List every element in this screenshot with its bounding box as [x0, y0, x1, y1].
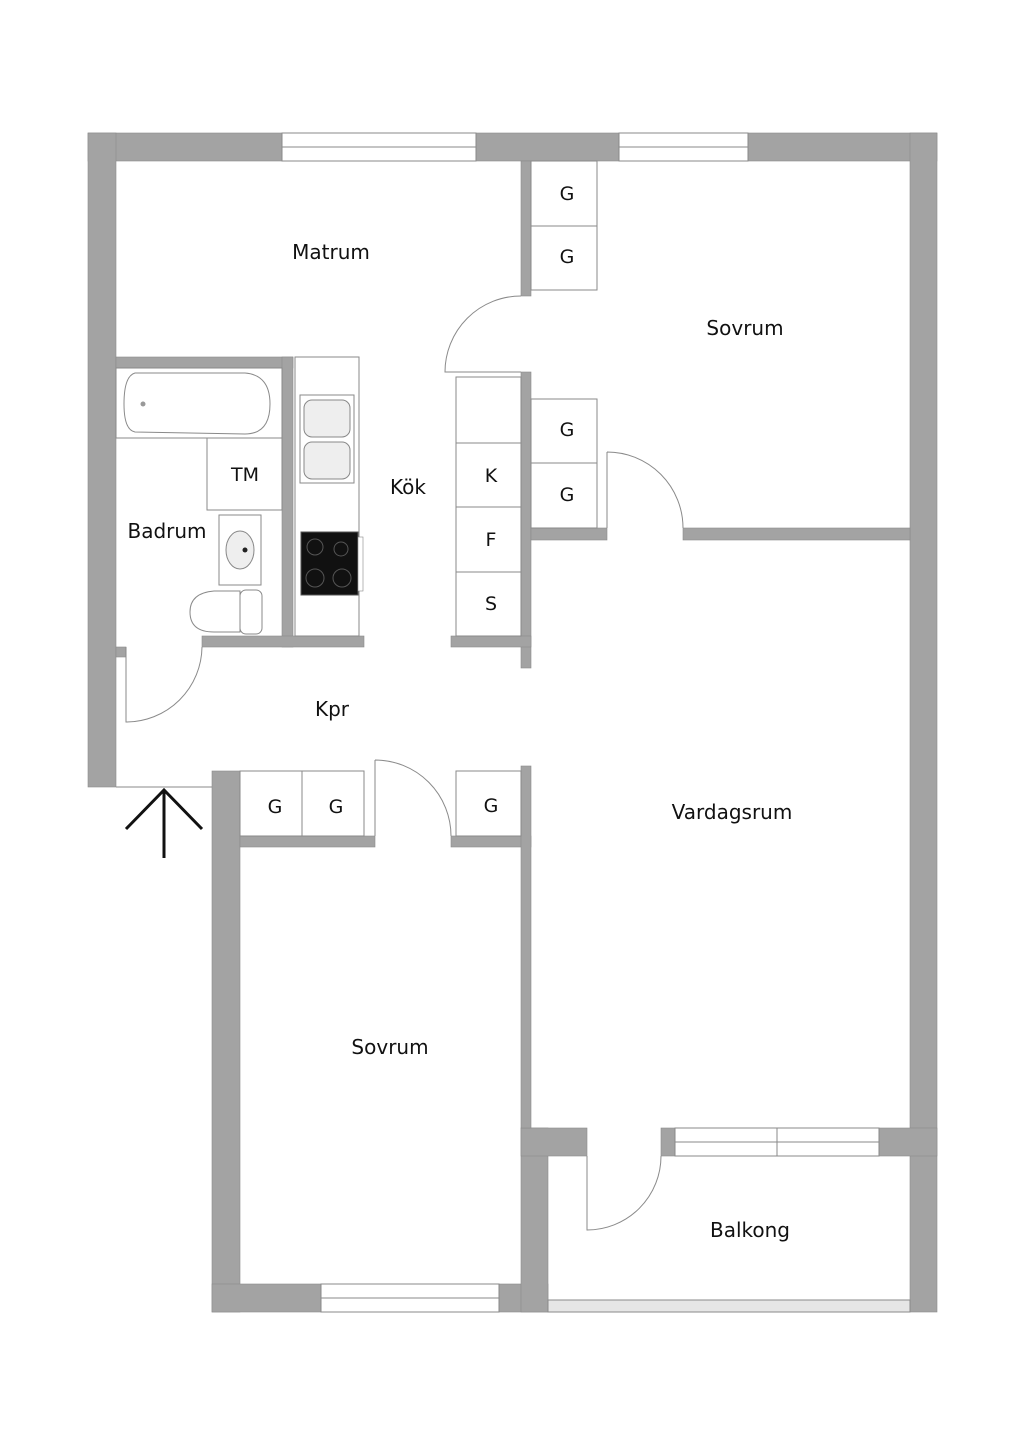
cabinet-label: S: [485, 593, 497, 615]
bathtub-icon: [115, 367, 283, 439]
wardrobe-label: G: [560, 419, 575, 441]
room-label-badrum: Badrum: [127, 519, 206, 543]
entrance-arrow-icon: [124, 787, 204, 858]
room-label-balkong: Balkong: [710, 1218, 790, 1242]
room-label-kpr: Kpr: [315, 697, 350, 721]
room-label-sovrum-2: Sovrum: [351, 1035, 428, 1059]
wardrobe-label: G: [560, 246, 575, 268]
wardrobe-label: G: [329, 796, 344, 818]
stove-icon: [300, 531, 364, 596]
wardrobe-label: G: [560, 183, 575, 205]
sink-icon: [218, 514, 262, 586]
washing-machine: [206, 437, 283, 511]
fridge-label: K: [485, 465, 498, 487]
wardrobes: [239, 160, 598, 837]
washing-machine-label: TM: [230, 464, 259, 486]
kitchen-sink-icon: [299, 394, 355, 484]
doors: [116, 295, 684, 1231]
room-label-matrum: Matrum: [292, 240, 370, 264]
room-label-kok: Kök: [390, 475, 426, 499]
appliance-column: [455, 376, 522, 637]
room-label-sovrum: Sovrum: [706, 316, 783, 340]
room-label-vardagsrum: Vardagsrum: [672, 800, 793, 824]
freezer-label: F: [486, 529, 497, 551]
windows: [281, 132, 911, 1313]
toilet-icon: [189, 589, 263, 635]
walls: [87, 132, 938, 1313]
wardrobe-label: G: [484, 795, 499, 817]
wardrobe-label: G: [560, 484, 575, 506]
wardrobe-label: G: [268, 796, 283, 818]
